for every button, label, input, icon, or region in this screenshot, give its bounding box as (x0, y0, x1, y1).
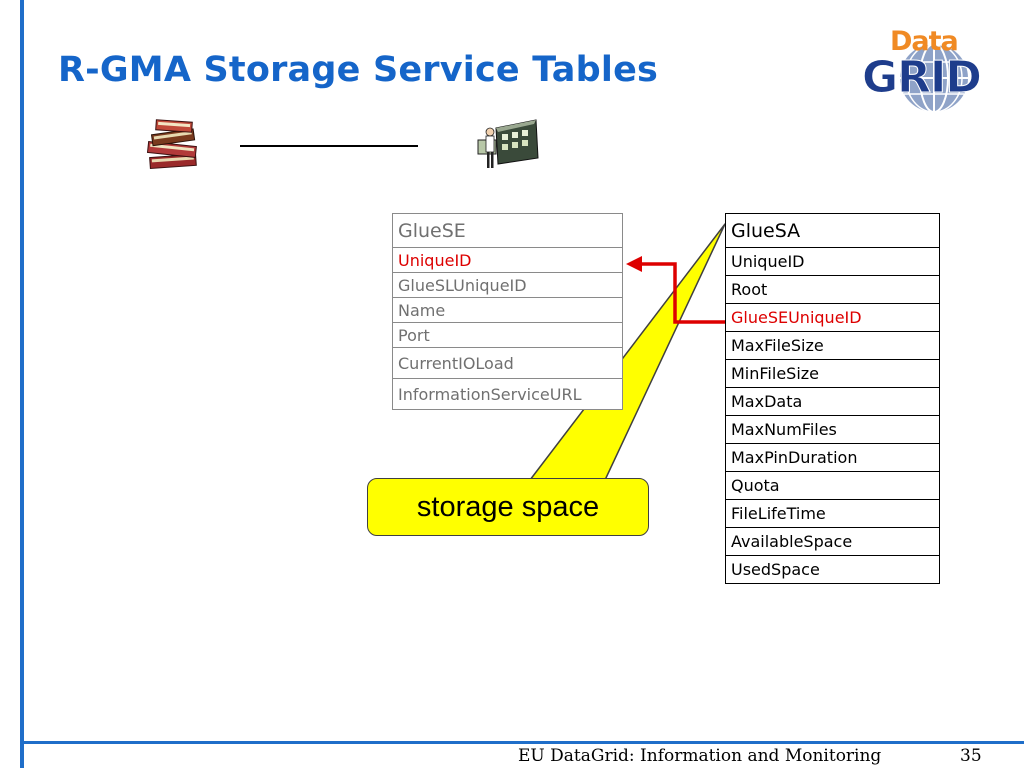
gluese-row: Name (392, 297, 623, 323)
gluesa-row: MaxFileSize (725, 331, 940, 360)
gluese-row: Port (392, 322, 623, 348)
gluesa-row: MaxData (725, 387, 940, 416)
gluesa-row: UniqueID (725, 247, 940, 276)
globe-icon (900, 43, 968, 113)
storage-space-callout: storage space (367, 478, 649, 536)
datagrid-logo: Data GRID (858, 26, 1008, 120)
gluesa-row: MaxNumFiles (725, 415, 940, 444)
gluese-row: GlueSLUniqueID (392, 272, 623, 298)
slide-title: R-GMA Storage Service Tables (58, 50, 659, 90)
left-accent-bar (20, 0, 24, 768)
footer-text: EU DataGrid: Information and Monitoring (518, 746, 882, 766)
gluesa-row: UsedSpace (725, 555, 940, 584)
laboratory-icon (477, 119, 539, 168)
gluesa-row: Quota (725, 471, 940, 500)
page-number: 35 (960, 746, 982, 766)
gluesa-table: GlueSA UniqueID Root GlueSEUniqueID MaxF… (725, 213, 940, 584)
logo-grid-text: GRID (862, 52, 983, 104)
footer-rule (20, 741, 1024, 744)
books-icon (146, 119, 197, 170)
gluesa-row: GlueSEUniqueID (725, 303, 940, 332)
gluese-row: InformationServiceURL (392, 378, 623, 410)
gluese-row: UniqueID (392, 247, 623, 273)
logo-data-text: Data (890, 26, 959, 57)
gluesa-header: GlueSA (725, 213, 940, 248)
gluese-row: CurrentIOLoad (392, 347, 623, 379)
gluesa-row: Root (725, 275, 940, 304)
gluese-header: GlueSE (392, 213, 623, 248)
gluese-table: GlueSE UniqueID GlueSLUniqueID Name Port… (392, 213, 623, 410)
gluesa-row: FileLifeTime (725, 499, 940, 528)
gluesa-row: MaxPinDuration (725, 443, 940, 472)
connector-line (240, 145, 418, 147)
gluesa-row: AvailableSpace (725, 527, 940, 556)
gluesa-row: MinFileSize (725, 359, 940, 388)
